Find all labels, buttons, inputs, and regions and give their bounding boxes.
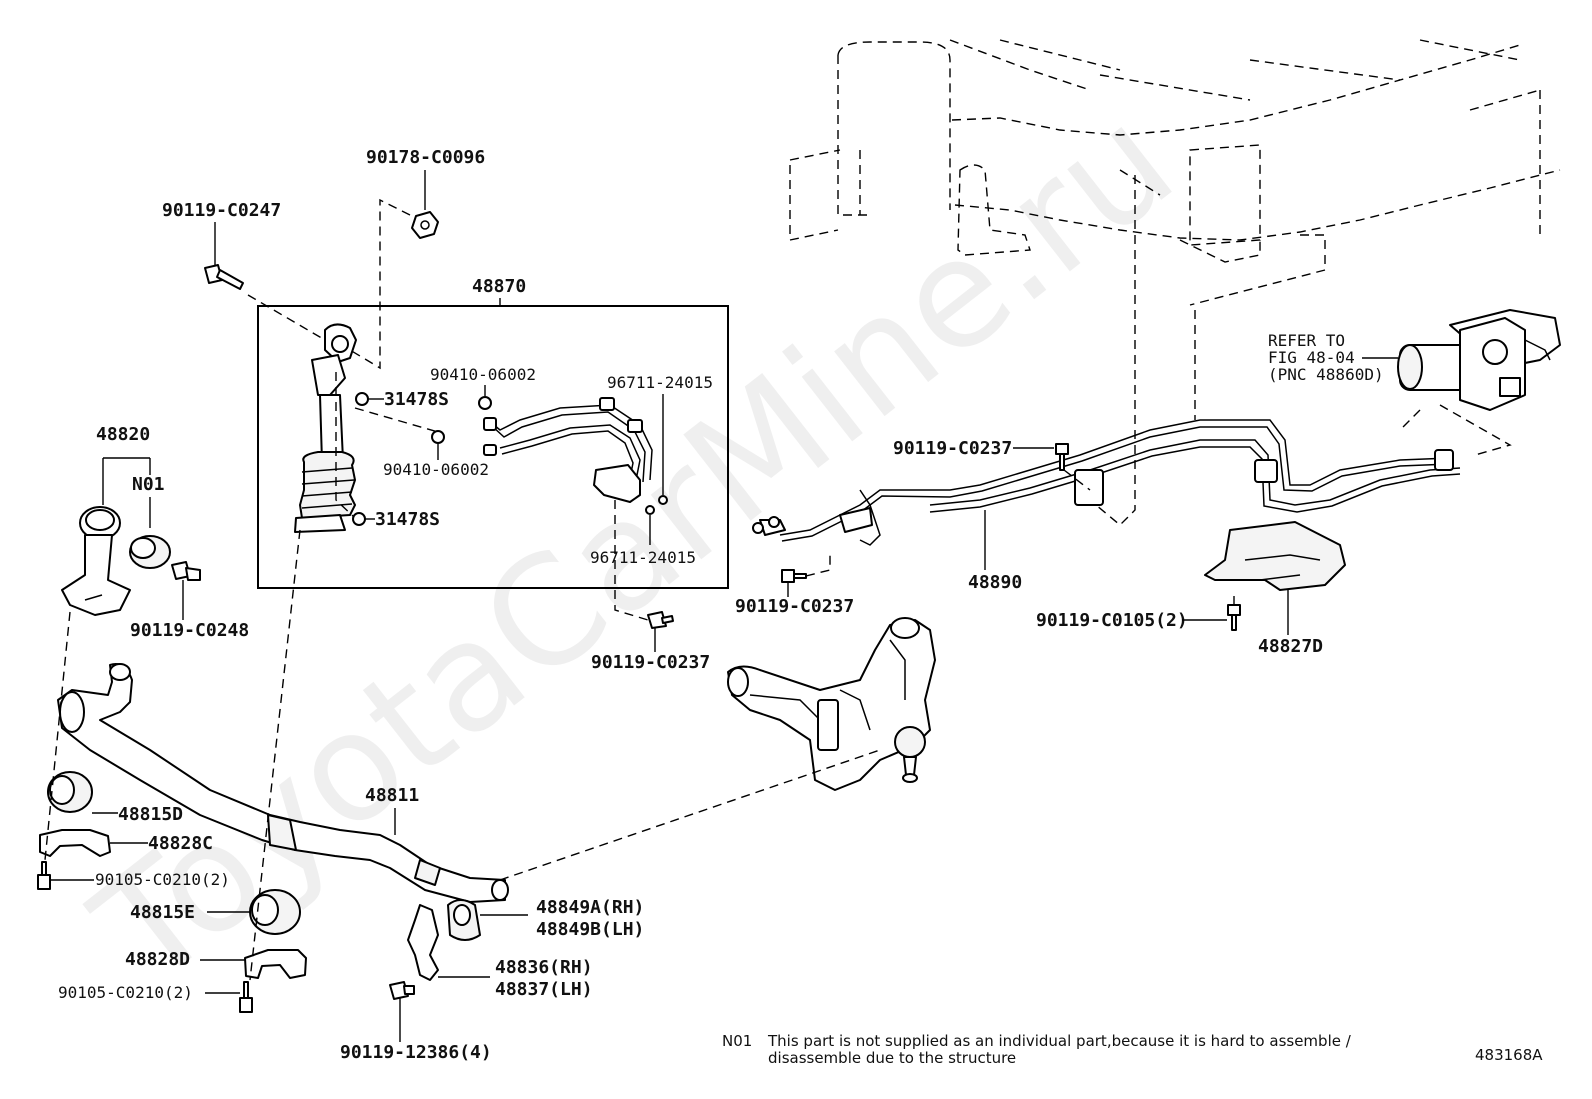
refer-line-1: REFER TO <box>1268 331 1345 350</box>
footnote-code: N01 <box>722 1032 752 1050</box>
vehicle-frame-outline <box>789 39 1561 526</box>
assembly-box-48870 <box>257 305 729 589</box>
label-31478S-upper: 31478S <box>384 389 449 410</box>
bolt-90119-C0237-lower <box>647 611 674 629</box>
label-90119-C0237-upper: 90119-C0237 <box>893 438 1012 459</box>
label-90119-C0237-middle: 90119-C0237 <box>735 596 854 617</box>
label-48828C: 48828C <box>148 833 213 854</box>
label-48828D: 48828D <box>125 949 190 970</box>
label-96711-24015-upper: 96711-24015 <box>607 373 713 392</box>
bolt-90119-C0237-middle <box>781 569 807 583</box>
label-90410-06002-lower: 90410-06002 <box>383 460 489 479</box>
gasket-96711-24015-lower <box>645 505 655 515</box>
refer-line-2: FIG 48-04 <box>1268 348 1355 367</box>
stabilizer-bar-48811 <box>57 663 509 903</box>
refer-line-3: (PNC 48860D) <box>1268 365 1384 384</box>
gasket-90410-06002-upper <box>478 396 492 410</box>
stabilizer-cylinder <box>294 323 357 533</box>
label-48849B: 48849B(LH) <box>536 919 644 940</box>
label-90119-C0105: 90119-C0105(2) <box>1036 610 1188 631</box>
label-48827D: 48827D <box>1258 636 1323 657</box>
bushing-48815D <box>47 771 93 813</box>
label-90178-C0096: 90178-C0096 <box>366 147 485 168</box>
bolt-90105-C0210-lower <box>239 981 253 1013</box>
bushing-48849 <box>447 899 481 941</box>
label-48815E: 48815E <box>130 902 195 923</box>
label-48870: 48870 <box>472 276 526 297</box>
label-48849A: 48849A(RH) <box>536 897 644 918</box>
label-48815D: 48815D <box>118 804 183 825</box>
label-90119-12386: 90119-12386(4) <box>340 1042 492 1063</box>
bolt-90119-12386 <box>389 981 415 1000</box>
gasket-96711-24015-upper <box>658 495 668 505</box>
bracket-48828C <box>39 829 111 857</box>
label-90410-06002-upper: 90410-06002 <box>430 365 536 384</box>
bushing-48815E <box>249 889 301 935</box>
nut-90178-C0096 <box>411 211 439 239</box>
bolt-90105-C0210-upper <box>37 861 51 890</box>
gasket-90410-06002-lower <box>431 430 445 444</box>
label-90119-C0248: 90119-C0248 <box>130 620 249 641</box>
label-48836: 48836(RH) <box>495 957 593 978</box>
label-48837: 48837(LH) <box>495 979 593 1000</box>
label-48890: 48890 <box>968 572 1022 593</box>
footnote-line-2: disassemble due to the structure <box>768 1049 1016 1067</box>
label-90119-C0247: 90119-C0247 <box>162 200 281 221</box>
label-90119-C0237-lower: 90119-C0237 <box>591 652 710 673</box>
bushing-N01 <box>129 535 171 569</box>
hose-set <box>483 397 653 503</box>
stabilizer-actuator-assembly <box>1397 309 1561 456</box>
label-31478S-lower: 31478S <box>375 509 440 530</box>
leader-48820 <box>102 457 151 505</box>
gasket-31478S-lower <box>352 512 366 526</box>
bolt-90119-C0248 <box>171 561 201 581</box>
bracket-48828D <box>244 949 307 979</box>
bolt-90119-C0247 <box>204 264 244 290</box>
figure-id: 483168A <box>1475 1046 1543 1064</box>
stabilizer-link-48820 <box>61 506 131 616</box>
footnote-line-1: This part is not supplied as an individu… <box>767 1032 1352 1050</box>
label-96711-24015-lower: 96711-24015 <box>590 548 696 567</box>
bracket-48836 <box>407 904 439 981</box>
bolt-90119-C0105 <box>1227 604 1241 631</box>
lower-control-arm <box>727 617 936 791</box>
label-N01: N01 <box>132 474 165 495</box>
label-90105-C0210-upper: 90105-C0210(2) <box>95 870 230 889</box>
label-48820: 48820 <box>96 424 150 445</box>
label-48811: 48811 <box>365 785 419 806</box>
protector-48827D <box>1204 521 1346 591</box>
label-90105-C0210-lower: 90105-C0210(2) <box>58 983 193 1002</box>
stabilizer-tube-assembly-48890 <box>752 419 1461 546</box>
gasket-31478S-upper <box>355 392 369 406</box>
